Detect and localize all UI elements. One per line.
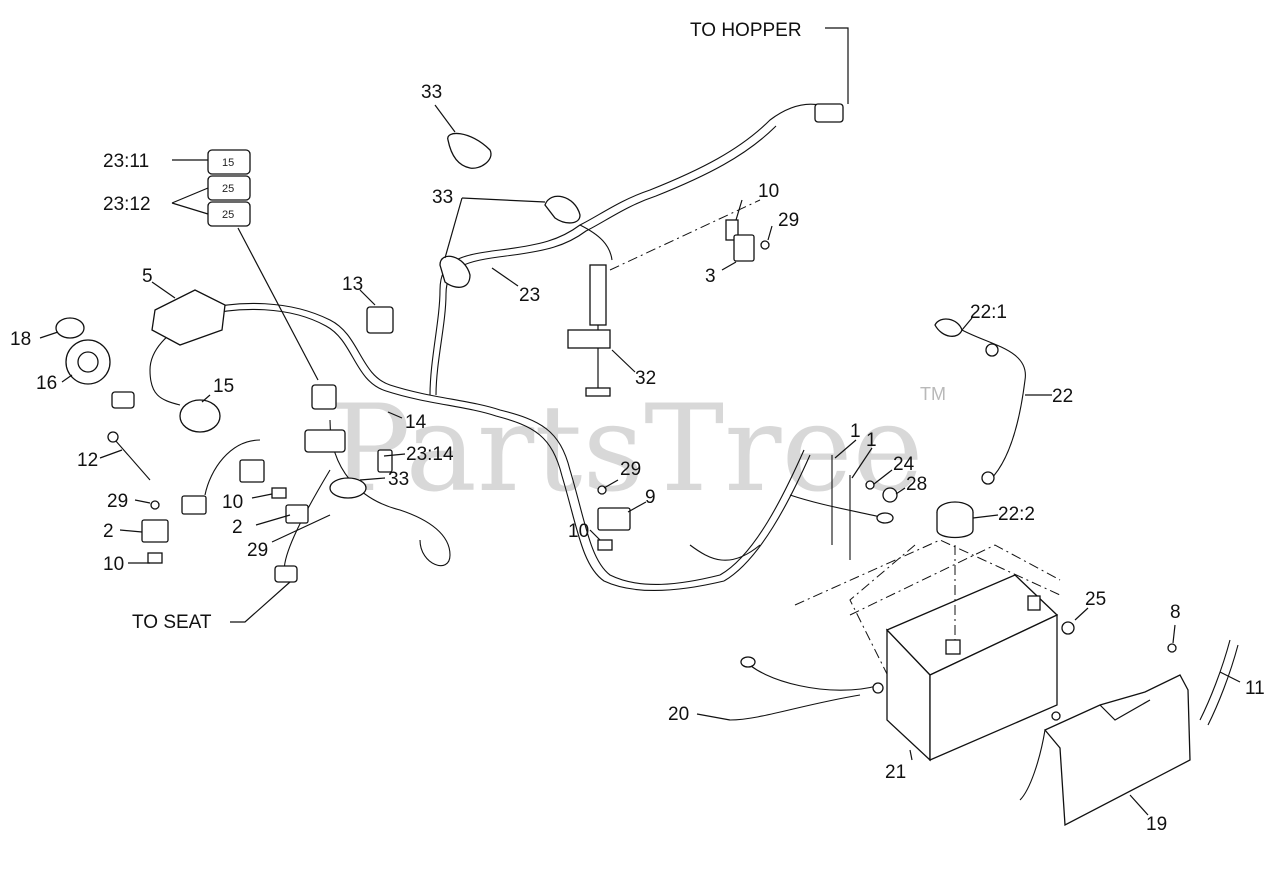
callout-23-11: 23:11 <box>103 151 149 172</box>
callout-9: 9 <box>645 487 656 508</box>
callout-14: 14 <box>405 412 427 433</box>
callout-10: 10 <box>222 492 243 513</box>
callout-33: 33 <box>388 469 409 490</box>
callout-29: 29 <box>620 459 641 480</box>
fuse-rating: 25 <box>222 183 234 195</box>
callout-33: 33 <box>432 187 453 208</box>
callout-5: 5 <box>142 266 153 287</box>
callout-2: 2 <box>103 521 114 542</box>
battery-cover-19 <box>1019 624 1241 827</box>
callout-28: 28 <box>906 474 927 495</box>
callout-29: 29 <box>107 491 128 512</box>
callout-25: 25 <box>1085 589 1106 610</box>
wire-12 <box>99 431 151 481</box>
callout-1: 1 <box>866 430 877 451</box>
callout-10: 10 <box>568 521 589 542</box>
callout-20: 20 <box>668 704 689 725</box>
left-switch-assembly <box>119 459 331 564</box>
hanger-33 <box>434 104 581 288</box>
callout-19: 19 <box>1146 814 1167 835</box>
label-to-hopper: TO HOPPER <box>690 20 802 41</box>
callout-2: 2 <box>232 517 243 538</box>
callout-18: 18 <box>10 329 31 350</box>
callout-1: 1 <box>850 421 861 442</box>
callout-21: 21 <box>885 762 906 783</box>
fuse-stack: 15 25 25 <box>171 149 319 381</box>
callout-10: 10 <box>103 554 124 575</box>
fuse-rating: 15 <box>222 157 234 169</box>
callout-3: 3 <box>705 266 716 287</box>
callout-24: 24 <box>893 454 915 475</box>
hopper-connector <box>814 27 849 123</box>
fuse-rating: 25 <box>222 209 234 221</box>
battery-cable-22 <box>934 317 1052 539</box>
module-5 <box>151 281 226 346</box>
seat-connector <box>230 565 298 623</box>
callout-8: 8 <box>1170 602 1181 623</box>
callout-33: 33 <box>421 82 442 103</box>
label-to-seat: TO SEAT <box>132 612 212 633</box>
upper-switch-assembly <box>609 199 773 271</box>
callout-15: 15 <box>213 376 234 397</box>
callout-16: 16 <box>36 373 57 394</box>
nut-25 <box>1061 607 1089 635</box>
callout-29: 29 <box>778 210 799 231</box>
callout-23: 23 <box>519 285 540 306</box>
callout-23-14: 23:14 <box>406 444 454 465</box>
ground-wires <box>831 439 906 560</box>
center-switch-assembly <box>589 479 647 551</box>
callout-10: 10 <box>758 181 779 202</box>
watermark: PartsTree <box>330 380 924 519</box>
callout-22-1: 22:1 <box>970 302 1007 323</box>
center-connectors <box>304 384 406 499</box>
callout-29: 29 <box>247 540 268 561</box>
rod-32 <box>567 264 636 397</box>
switch-group <box>39 317 221 433</box>
callout-22-2: 22:2 <box>998 504 1035 525</box>
cable-20 <box>696 656 884 721</box>
callout-22: 22 <box>1052 386 1073 407</box>
callout-13: 13 <box>342 274 363 295</box>
callout-12: 12 <box>77 450 98 471</box>
callout-32: 32 <box>635 368 656 389</box>
watermark-trademark: TM <box>920 384 946 404</box>
callout-23-12: 23:12 <box>103 194 151 215</box>
relay-13 <box>359 289 394 334</box>
battery-21 <box>794 539 1061 762</box>
callout-11: 11 <box>1245 678 1265 699</box>
